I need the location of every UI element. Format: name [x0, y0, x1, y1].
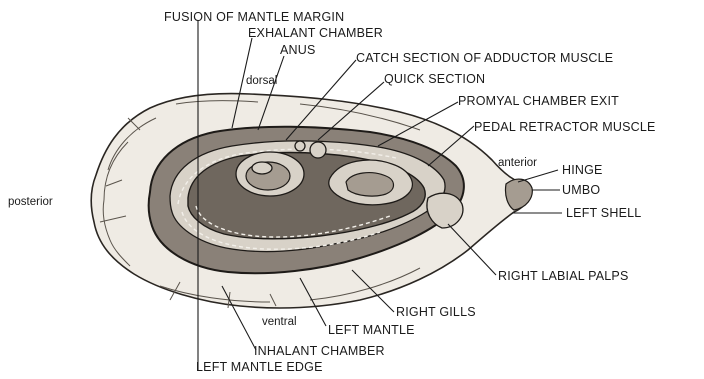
label-ventral: ventral	[262, 316, 297, 328]
label-inhalant-chamber: INHALANT CHAMBER	[254, 344, 385, 358]
umbo-shape	[505, 179, 532, 210]
label-catch-section: CATCH SECTION OF ADDUCTOR MUSCLE	[356, 51, 613, 65]
label-exhalant-chamber: EXHALANT CHAMBER	[248, 26, 383, 40]
label-right-labial-palps: RIGHT LABIAL PALPS	[498, 269, 629, 283]
label-fusion-of-mantle-margin: FUSION OF MANTLE MARGIN	[164, 10, 344, 24]
label-posterior: posterior	[8, 196, 53, 208]
label-promyal-chamber-exit: PROMYAL CHAMBER EXIT	[458, 94, 619, 108]
label-dorsal: dorsal	[246, 75, 277, 87]
label-anterior: anterior	[498, 157, 537, 169]
label-left-shell: LEFT SHELL	[566, 206, 641, 220]
label-left-mantle-edge: LEFT MANTLE EDGE	[196, 360, 323, 374]
label-umbo: UMBO	[562, 183, 600, 197]
label-hinge: HINGE	[562, 163, 603, 177]
label-anus: ANUS	[280, 43, 316, 57]
label-left-mantle: LEFT MANTLE	[328, 323, 415, 337]
adductor-muscle	[236, 152, 304, 196]
label-quick-section: QUICK SECTION	[384, 72, 485, 86]
label-right-gills: RIGHT GILLS	[396, 305, 476, 319]
label-pedal-retractor-muscle: PEDAL RETRACTOR MUSCLE	[474, 120, 656, 134]
